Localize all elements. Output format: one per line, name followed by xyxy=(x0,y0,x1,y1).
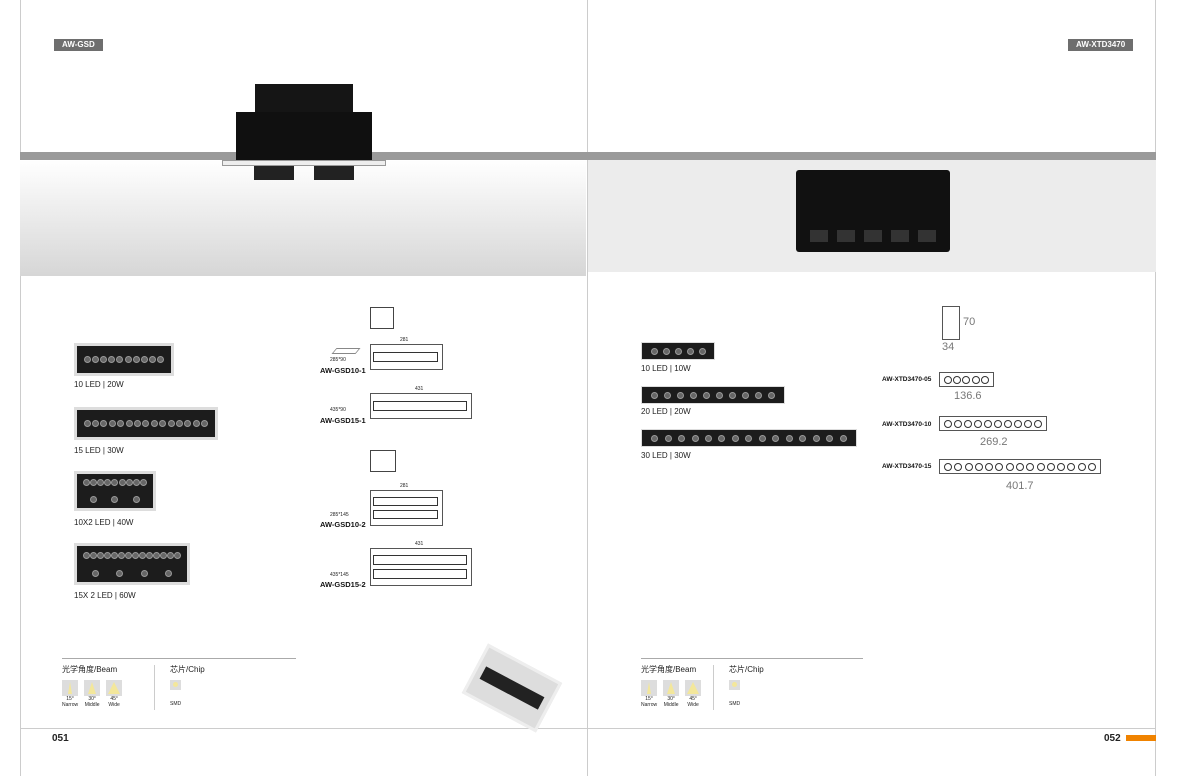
beam-middle: 30°Middle xyxy=(84,680,101,708)
beam-angle: 15° xyxy=(66,696,74,702)
length-dim: 281 xyxy=(400,337,409,343)
width-dim: 34 xyxy=(942,341,955,353)
page-number-right: 052 xyxy=(1104,733,1121,744)
header-band xyxy=(20,152,1156,160)
variant-image xyxy=(74,543,190,585)
model-code: AW-GSD10-1 xyxy=(320,366,366,375)
chip-icon xyxy=(729,680,740,690)
model-code: AW-XTD3470-15 xyxy=(882,463,932,470)
beam-wide: 45°Wide xyxy=(106,680,123,708)
length-dim: 401.7 xyxy=(1006,480,1034,492)
beam-name: Middle xyxy=(84,702,100,708)
section-drawing xyxy=(942,306,960,340)
variant-image xyxy=(641,386,785,404)
cutout-size: 285*145 xyxy=(330,512,349,518)
chip-icon xyxy=(170,680,181,690)
variant-label: 10 LED | 20W xyxy=(74,380,124,389)
chip-title: 芯片/Chip xyxy=(729,665,764,674)
section-drawing xyxy=(370,307,394,329)
beam-name: Narrow xyxy=(62,702,79,708)
left-series-tag: AW-GSD xyxy=(54,39,103,51)
variant-label: 10 LED | 10W xyxy=(641,364,691,373)
dimension-drawing xyxy=(370,393,472,419)
variant-label: 10X2 LED | 40W xyxy=(74,518,134,527)
beam-narrow: 15°Narrow xyxy=(62,680,78,708)
model-code: AW-GSD15-1 xyxy=(320,416,366,425)
beam-wide: 45°Wide xyxy=(685,680,702,708)
model-code: AW-XTD3470-10 xyxy=(882,421,932,428)
length-dim: 269.2 xyxy=(980,436,1008,448)
variant-image xyxy=(74,471,156,511)
beam-angle: 30° xyxy=(88,696,96,702)
variant-label: 15 LED | 30W xyxy=(74,446,124,455)
beam-name: Wide xyxy=(687,702,699,708)
page-number-left: 051 xyxy=(52,733,69,744)
right-series-tag: AW-XTD3470 xyxy=(1068,39,1134,51)
variant-image xyxy=(74,407,218,440)
dimension-drawing xyxy=(939,459,1101,474)
length-dim: 281 xyxy=(400,483,409,489)
cutout-size: 435*90 xyxy=(330,407,346,413)
model-code: AW-GSD15-2 xyxy=(320,580,366,589)
chip-type: SMD xyxy=(170,701,182,707)
dimension-drawing xyxy=(370,548,472,586)
beam-angle: 45° xyxy=(110,696,118,702)
page-accent-bar xyxy=(1126,735,1156,741)
left-hero-bg xyxy=(20,160,586,276)
model-code: AW-GSD10-2 xyxy=(320,520,366,529)
variant-label: 30 LED | 30W xyxy=(641,451,691,460)
xtd-product-image xyxy=(796,170,950,252)
beam-wide-icon xyxy=(685,680,702,696)
beam-angle: 45° xyxy=(689,696,697,702)
dimension-drawing xyxy=(939,416,1047,431)
dimension-drawing xyxy=(370,490,443,526)
beam-middle: 30°Middle xyxy=(663,680,680,708)
model-code: AW-XTD3470-05 xyxy=(882,376,932,383)
page-border-top xyxy=(20,0,1156,776)
cutout-size: 435*145 xyxy=(330,572,349,578)
chip-type: SMD xyxy=(729,701,741,707)
variant-image xyxy=(641,342,715,360)
variant-image xyxy=(74,343,174,376)
beam-name: Wide xyxy=(108,702,120,708)
beam-angle: 30° xyxy=(667,696,675,702)
dimension-drawing xyxy=(939,372,994,387)
height-dim: 70 xyxy=(963,316,976,328)
beam-name: Narrow xyxy=(641,702,658,708)
beam-angle: 15° xyxy=(645,696,653,702)
beam-narrow-icon xyxy=(641,680,657,696)
variant-label: 20 LED | 20W xyxy=(641,407,691,416)
footer-line xyxy=(20,728,1156,729)
beam-narrow: 15°Narrow xyxy=(641,680,657,708)
length-dim: 431 xyxy=(415,541,424,547)
beam-narrow-icon xyxy=(62,680,78,696)
dimension-drawing xyxy=(370,344,443,370)
beam-name: Middle xyxy=(663,702,679,708)
chip-title: 芯片/Chip xyxy=(170,665,205,674)
beam-middle-icon xyxy=(84,680,101,696)
beam-wide-icon xyxy=(106,680,123,696)
cutout-icon xyxy=(331,348,361,354)
variant-label: 15X 2 LED | 60W xyxy=(74,591,136,600)
beam-middle-icon xyxy=(663,680,680,696)
beam-title: 光学角度/Beam xyxy=(62,665,118,674)
beam-title: 光学角度/Beam xyxy=(641,665,697,674)
spine-divider xyxy=(587,0,588,776)
spec-divider xyxy=(62,658,296,659)
spec-divider xyxy=(641,658,863,659)
cutout-size: 285*90 xyxy=(330,357,346,363)
section-drawing xyxy=(370,450,396,472)
length-dim: 431 xyxy=(415,386,424,392)
gsd-product-image xyxy=(222,84,386,184)
variant-image xyxy=(641,429,857,447)
length-dim: 136.6 xyxy=(954,390,982,402)
